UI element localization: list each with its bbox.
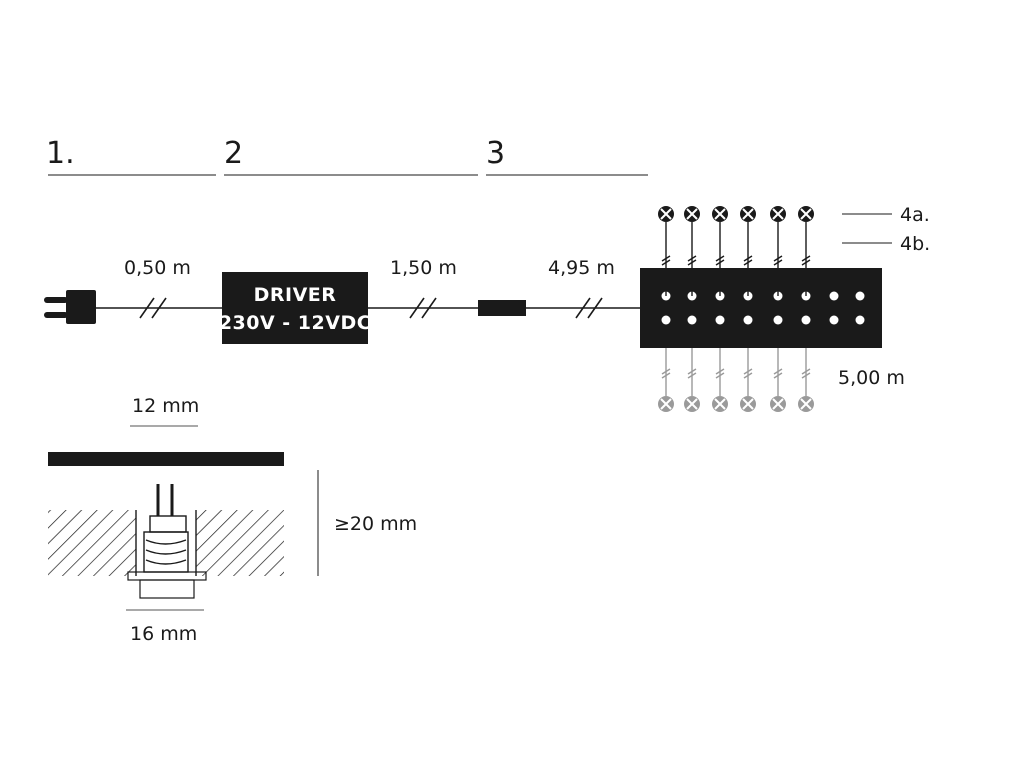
cable-length-label-1: 0,50 m	[124, 257, 191, 279]
hub-port	[687, 315, 697, 325]
light-wire	[715, 222, 725, 296]
cable-length-label-3: 4,95 m	[548, 257, 615, 279]
ceiling-material-left	[48, 510, 136, 576]
cable-break-mark-1	[139, 297, 167, 319]
legend: 4a. 4b.	[842, 204, 930, 255]
spotlight-icon	[658, 206, 674, 222]
section-2-number: 2	[224, 136, 243, 171]
spotlight-icon	[684, 396, 700, 412]
light-wire	[743, 348, 753, 396]
light-wire	[773, 222, 783, 296]
hub-port	[855, 315, 865, 325]
mounting-surface	[48, 452, 284, 466]
distribution-hub	[640, 268, 882, 348]
hub-port	[661, 315, 671, 325]
driver-label-line1: DRIVER	[254, 284, 337, 306]
light-wire	[743, 222, 753, 296]
cable-connector	[478, 300, 526, 316]
hub-port	[743, 315, 753, 325]
cable-length-label-2: 1,50 m	[390, 257, 457, 279]
installation-cross-section: 12 mm ≥20 mm 16 mm	[48, 395, 417, 645]
legend-label-b: 4b.	[900, 233, 930, 255]
lights-top-row	[658, 206, 814, 296]
light-wire	[661, 348, 671, 396]
spotlight-icon	[712, 396, 728, 412]
spotlight-icon	[740, 206, 756, 222]
hub-port	[829, 291, 839, 301]
hub-port	[715, 315, 725, 325]
hub-port	[829, 315, 839, 325]
hub-port	[801, 315, 811, 325]
light-wire	[801, 348, 811, 396]
bottom-width-label: 16 mm	[130, 623, 197, 645]
depth-label: ≥20 mm	[334, 513, 417, 535]
light-wire	[773, 348, 783, 396]
light-wire	[687, 348, 697, 396]
spotlight-icon	[684, 206, 700, 222]
section-3-number: 3	[486, 136, 505, 171]
section-1-number: 1.	[46, 136, 75, 171]
light-wire	[661, 222, 671, 296]
driver-box: DRIVER 230V - 12VDC	[219, 272, 371, 344]
power-plug-icon	[44, 290, 96, 324]
light-wire	[687, 222, 697, 296]
spotlight-icon	[770, 396, 786, 412]
lights-bottom-row	[658, 348, 814, 412]
cable-break-mark-3	[575, 297, 603, 319]
section-3: 3	[486, 136, 648, 176]
driver-label-line2: 230V - 12VDC	[219, 312, 371, 334]
top-width-label: 12 mm	[132, 395, 199, 417]
recessed-spotlight-icon	[127, 484, 207, 599]
spotlight-icon	[798, 396, 814, 412]
section-1: 1.	[46, 136, 216, 176]
cable-break-mark-2	[409, 297, 437, 319]
section-2: 2	[224, 136, 478, 176]
spotlight-icon	[712, 206, 728, 222]
cable-length-label-4: 5,00 m	[838, 367, 905, 389]
spotlight-icon	[770, 206, 786, 222]
hub-port	[855, 291, 865, 301]
legend-label-a: 4a.	[900, 204, 930, 226]
ceiling-material-right	[196, 510, 284, 576]
light-wire	[801, 222, 811, 296]
hub-port	[773, 315, 783, 325]
light-wire	[715, 348, 725, 396]
spotlight-icon	[740, 396, 756, 412]
spotlight-icon	[658, 396, 674, 412]
spotlight-icon	[798, 206, 814, 222]
